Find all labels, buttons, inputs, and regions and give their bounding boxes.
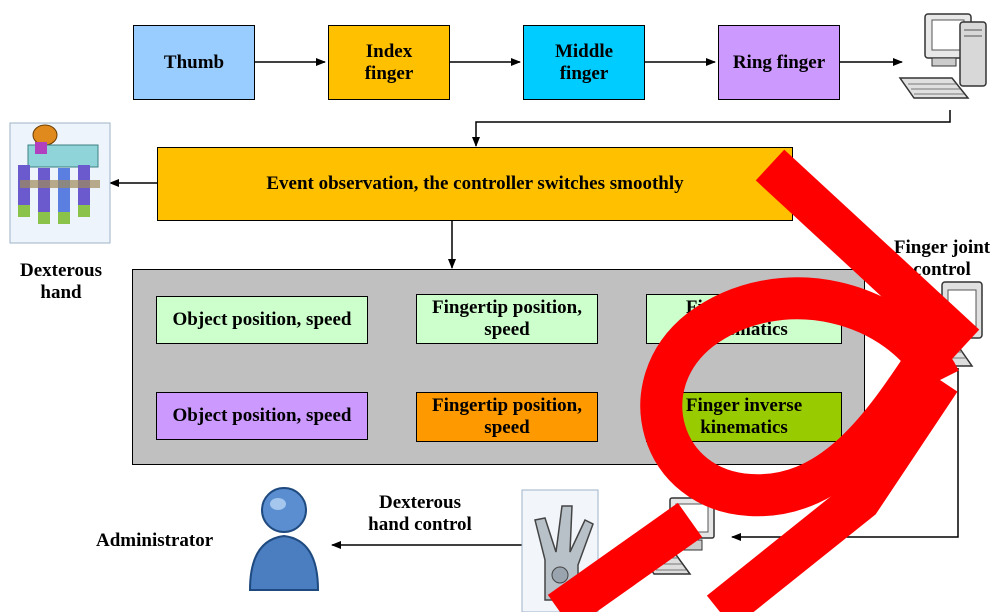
ring-finger-label: Ring finger [732, 51, 826, 73]
dexterous-hand-control-label: Dexterous hand control [368, 492, 472, 535]
r2-object-box: Object position, speed [156, 392, 368, 440]
arrow-computer-to-event [472, 110, 951, 147]
ring-finger-box: Ring finger [718, 25, 840, 100]
index-finger-label: Index finger [364, 40, 414, 84]
dexterous-hand-image [9, 122, 111, 244]
small-computer-icon [638, 497, 715, 575]
r1-inverse-box: Finger inverse kinematics [646, 294, 842, 344]
middle-finger-box: Middle finger [523, 25, 645, 100]
r1-inverse-label: Finger inverse kinematics [685, 297, 803, 340]
computer-icon [898, 13, 987, 99]
joint-computer-icon [916, 281, 983, 367]
r2-fingertip-box: Fingertip position, speed [416, 392, 598, 442]
r1-object-label: Object position, speed [172, 309, 352, 330]
r1-object-box: Object position, speed [156, 296, 368, 344]
middle-finger-label: Middle finger [554, 40, 614, 84]
r2-object-label: Object position, speed [172, 405, 352, 426]
thumb-label: Thumb [163, 51, 225, 73]
robot-hand-image [521, 489, 599, 612]
r2-fingertip-label: Fingertip position, speed [432, 395, 582, 438]
administrator-label: Administrator [96, 530, 214, 551]
r1-fingertip-label: Fingertip position, speed [432, 297, 582, 340]
dexterous-hand-label: Dexterous hand [20, 260, 102, 303]
event-observation-box: Event observation, the controller switch… [157, 147, 793, 221]
finger-joint-control-label: Finger joint control [893, 237, 991, 280]
r1-fingertip-box: Fingertip position, speed [416, 294, 598, 344]
event-observation-label: Event observation, the controller switch… [266, 173, 684, 194]
administrator-icon [248, 487, 320, 591]
thumb-box: Thumb [133, 25, 255, 100]
r2-inverse-box: Finger inverse kinematics [646, 392, 842, 442]
index-finger-box: Index finger [328, 25, 450, 100]
r2-inverse-label: Finger inverse kinematics [685, 395, 803, 438]
